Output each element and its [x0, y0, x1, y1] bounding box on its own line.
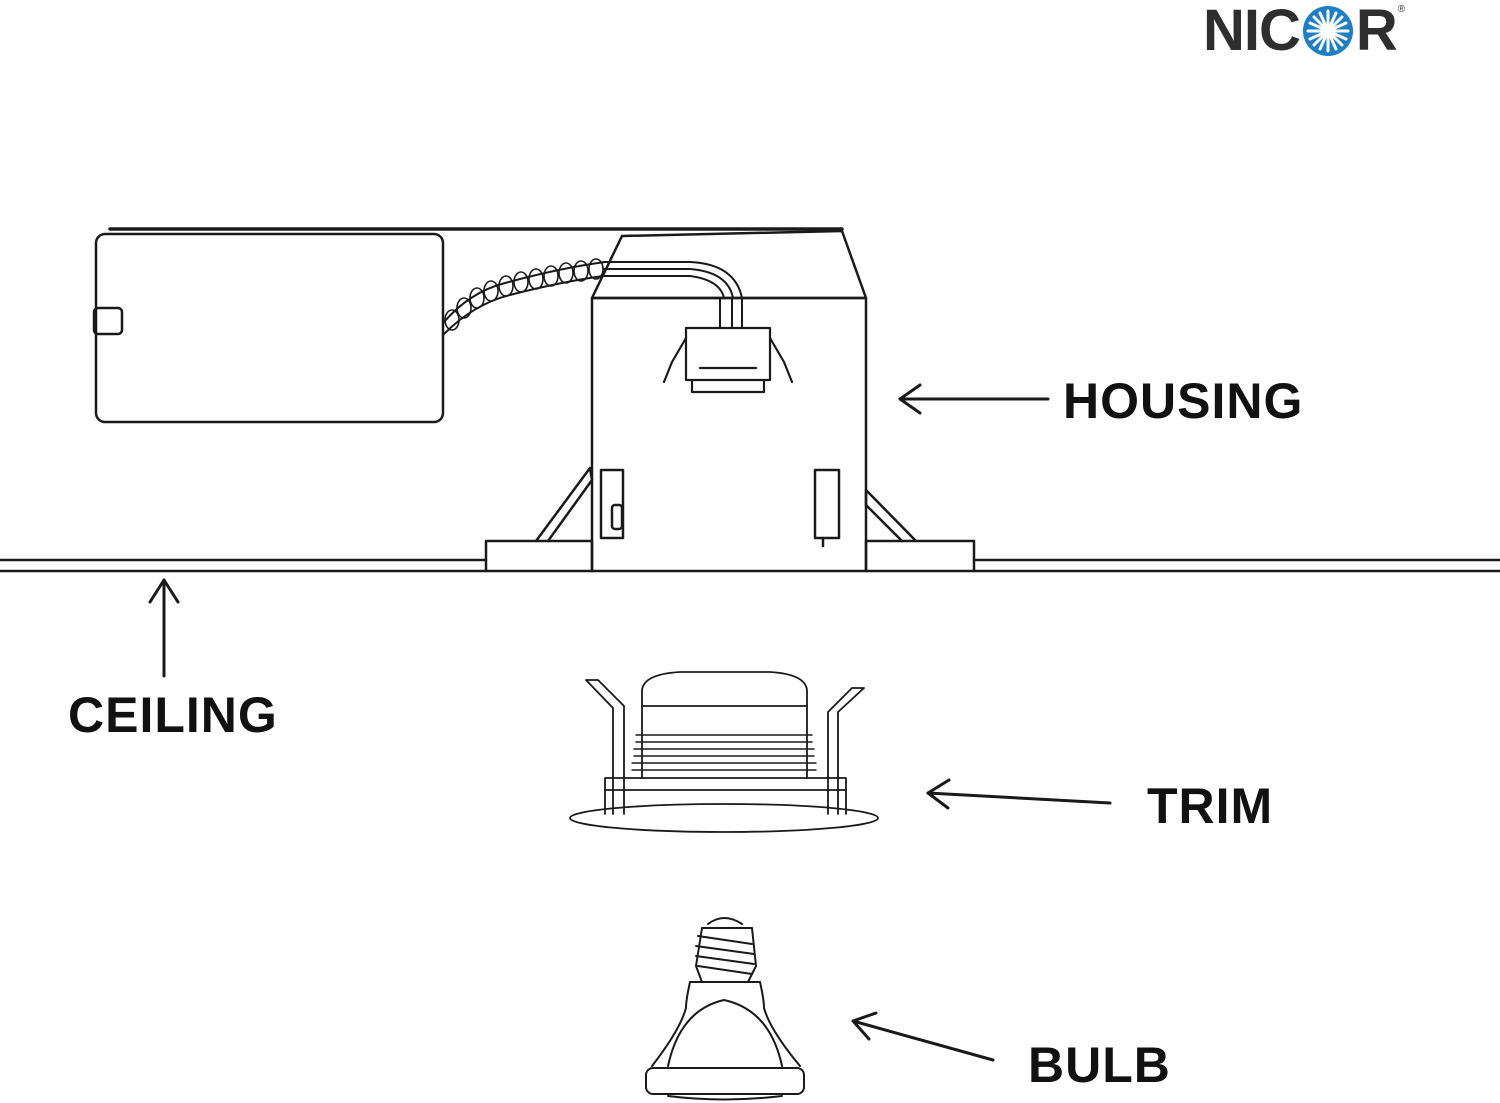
bulb-arrow	[851, 1011, 995, 1062]
ceiling-label: CEILING	[68, 687, 278, 743]
housing-label: HOUSING	[1063, 373, 1304, 429]
registered-mark: ®	[1397, 4, 1406, 15]
star-burst-icon	[1302, 6, 1353, 56]
housing-drawing	[92, 227, 976, 573]
bulb-drawing	[645, 917, 805, 1101]
nicor-logo: NIC R ®	[1203, 0, 1405, 62]
logo-text-start: NIC	[1203, 0, 1301, 63]
trim-label: TRIM	[1147, 778, 1274, 834]
ceiling-arrow	[148, 578, 180, 678]
bulb-label: BULB	[1028, 1037, 1171, 1093]
junction-box-tab	[92, 306, 124, 336]
flex-conduit	[443, 258, 606, 335]
trim-arrow	[926, 778, 1112, 810]
trim-drawing	[569, 671, 879, 833]
junction-box	[94, 232, 445, 424]
logo-text-end: R	[1355, 0, 1398, 63]
socket-bracket	[662, 326, 794, 394]
housing-arrow	[898, 383, 1050, 415]
ceiling-line	[0, 558, 1500, 573]
